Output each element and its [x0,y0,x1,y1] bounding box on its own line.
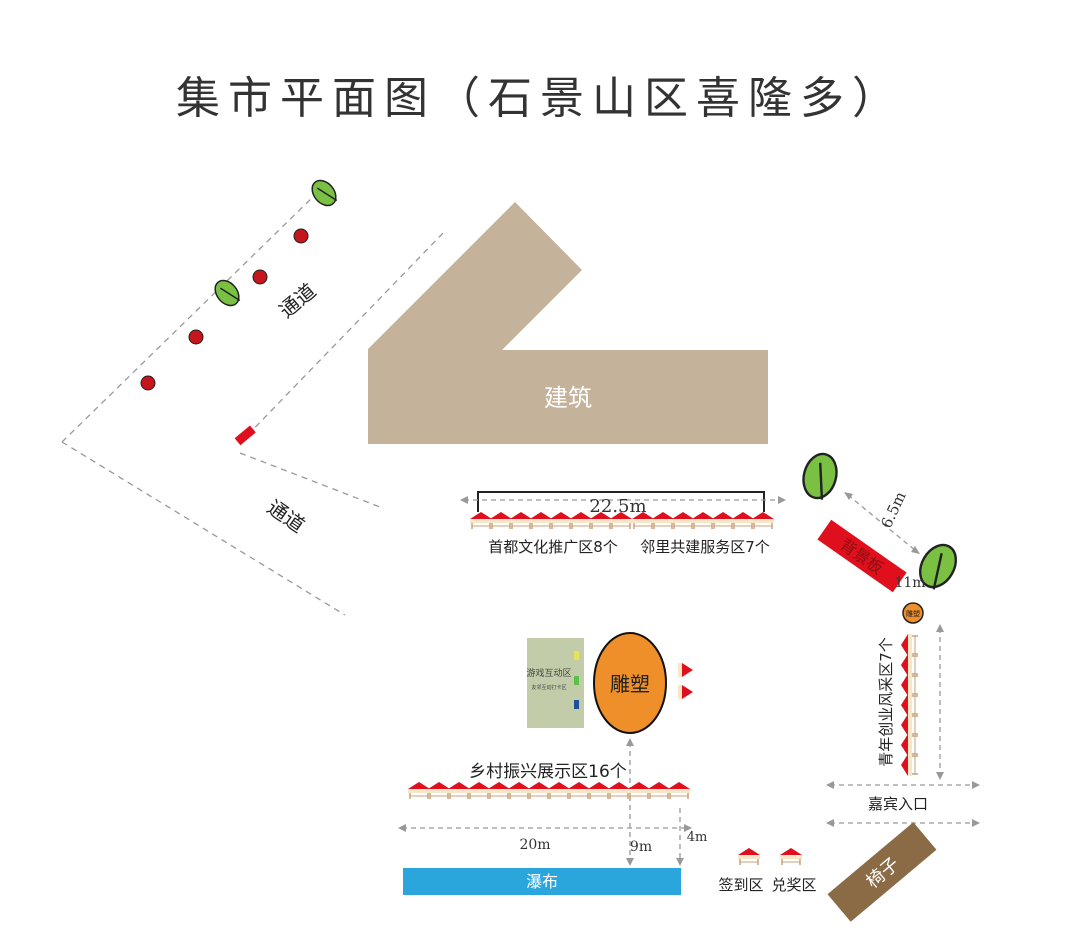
channel-label-bottom: 通道 [263,495,310,538]
waterfall [403,868,681,895]
youth-tent-column [900,633,919,777]
sculpture-side-tents [678,663,693,699]
dimension-label-22.5m: 22.5m [589,496,646,517]
sculpture [593,632,667,734]
tree-icon [306,175,342,211]
chairs-block: 椅子 [827,822,937,922]
left-channel-outline [61,191,447,616]
tent-icon [779,847,803,866]
vip-entrance-markers [830,784,976,824]
game-zone-label: 游戏互动区 [526,667,571,679]
tree-icon [797,449,843,503]
small-red-board [234,425,256,446]
dimension-9m [626,738,634,866]
dimension-6.5m [844,492,920,554]
dimension-4m [676,808,684,866]
small-sculpture [902,602,924,624]
dimension-22.5m [460,491,786,512]
small-sculpture-label: 雕塑 [906,609,920,618]
left-trees [209,175,342,311]
vip-entrance-arrows [826,781,980,827]
game-marker-yellow [574,651,579,660]
signin-label: 签到区 [718,876,763,894]
red-dot-marker [140,375,156,391]
vip-entrance-label: 嘉宾入口 [868,795,928,813]
page-title: 集市平面图（石景山区喜隆多） [176,73,904,124]
sculpture-label: 雕塑 [610,672,650,696]
game-zone-sublabel: 友邻互动打卡区 [531,684,566,691]
dimension-label-11m: 11m [894,575,925,591]
culture-zone-label: 首都文化推广区8个 [488,538,618,556]
building-shape [368,202,768,444]
rural-zone-label: 乡村振兴展示区16个 [469,762,627,782]
building-label: 建筑 [544,384,592,412]
game-marker-blue [574,700,579,709]
dimension-20m [398,824,692,832]
channel-label-top: 通道 [274,279,320,323]
prize-label: 兑奖区 [771,876,816,894]
red-dot-markers [140,228,309,391]
tree-icon [209,275,245,311]
red-dot-marker [293,228,309,244]
waterfall-label: 瀑布 [526,872,558,891]
rural-tent-row [407,781,691,800]
red-dot-marker [188,329,204,345]
youth-zone-label: 青年创业风采区7个 [877,637,895,767]
dimension-label-4m: 4m [687,830,708,845]
dimension-label-9m: 9m [630,839,652,855]
dimension-11m-vertical [936,624,944,780]
tent-icon [737,847,761,866]
dimension-label-6.5m: 6.5m [877,489,909,531]
game-marker-green [574,676,579,685]
red-dot-marker [252,269,268,285]
dimension-label-20m: 20m [519,837,550,853]
service-zone-label: 邻里共建服务区7个 [640,538,770,556]
top-tent-row [469,511,775,530]
